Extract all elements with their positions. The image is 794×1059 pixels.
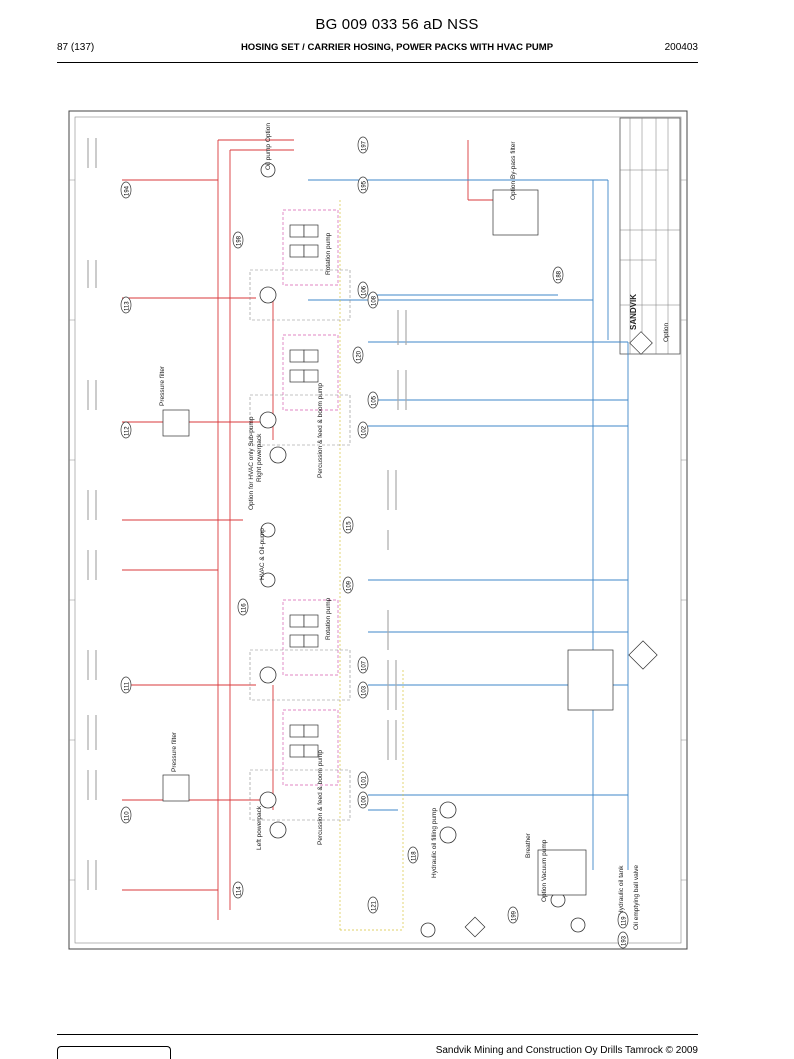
drawing-inner-frame <box>74 116 682 944</box>
marker-107 <box>357 656 369 674</box>
marker-116 <box>237 598 249 616</box>
label-left-powerpack: Left powerpack <box>256 805 263 850</box>
label-pressure-filter-upper: Pressure filter <box>159 365 166 406</box>
marker-label: 103 <box>362 685 368 696</box>
label-hvac-pump: HVAC & Oil-pump <box>259 528 266 580</box>
drain-lines <box>339 200 404 931</box>
hose-annotations <box>87 138 407 890</box>
marker-106 <box>357 281 369 299</box>
marker-105 <box>367 391 379 409</box>
label-sub-pump: Option for HVAC only Sub-pump <box>248 416 255 510</box>
marker-111 <box>120 676 132 694</box>
marker-108 <box>367 291 379 309</box>
marker-label: 105 <box>372 395 378 406</box>
marker-label: 197 <box>362 140 368 151</box>
marker-102 <box>357 421 369 439</box>
marker-label: 112 <box>125 426 131 436</box>
label-percussion-right: Percussion & feed & boom pump <box>317 383 324 478</box>
label-rotation-pump-mid: Rotation pump <box>325 597 332 640</box>
marker-label: 199 <box>512 910 518 921</box>
title-block: SANDVIK <box>619 117 681 355</box>
marker-label: 106 <box>362 285 368 296</box>
marker-label: 120 <box>357 350 363 361</box>
label-option: Option <box>663 322 670 342</box>
marker-label: 195 <box>362 180 368 191</box>
label-percussion-left: Percussion & feed & boom pump <box>317 750 324 845</box>
hydraulic-schematic: SANDVIK <box>68 110 688 950</box>
label-vacuum-pump: Option Vacuum pump <box>541 839 548 902</box>
label-breather: Breather <box>525 832 532 858</box>
marker-label: 115 <box>347 521 353 531</box>
zone-ticks <box>69 179 687 881</box>
marker-199 <box>507 906 519 924</box>
pumps <box>259 162 586 938</box>
pilot-lines <box>282 209 339 786</box>
marker-110 <box>120 806 132 824</box>
footer-copyright: Sandvik Mining and Construction Oy Drill… <box>435 1045 698 1056</box>
label-bypass-filter: Option By-pass filter <box>510 141 517 200</box>
marker-121 <box>367 896 379 914</box>
marker-label: 119 <box>622 916 628 926</box>
marker-label: 198 <box>237 235 243 246</box>
marker-194 <box>120 181 132 199</box>
page-number: 87 (137) <box>57 42 95 53</box>
marker-label: 188 <box>557 270 563 281</box>
marker-label: 121 <box>372 900 378 911</box>
marker-label: 109 <box>347 580 353 591</box>
label-oil-pump-option: Oil pump Option <box>265 123 272 170</box>
marker-label: 101 <box>362 775 368 786</box>
filters <box>162 189 658 938</box>
marker-101 <box>357 771 369 789</box>
marker-label: 114 <box>237 886 243 896</box>
document-code: BG 009 033 56 aD NSS <box>315 16 479 33</box>
marker-113 <box>120 296 132 314</box>
marker-198 <box>232 231 244 249</box>
marker-195 <box>357 176 369 194</box>
marker-197 <box>357 136 369 154</box>
page-heading: HOSING SET / CARRIER HOSING, POWER PACKS… <box>240 42 554 53</box>
marker-label: 102 <box>362 425 368 436</box>
marker-label: 118 <box>412 851 418 861</box>
marker-label: 108 <box>372 295 378 306</box>
valve-blocks <box>249 269 351 821</box>
footer-rule <box>57 1034 698 1035</box>
label-hydraulic-oil-filling: Hydraulic oil filling pump <box>431 808 438 878</box>
document-date: 200403 <box>664 42 698 53</box>
marker-118 <box>407 846 419 864</box>
marker-100 <box>357 791 369 809</box>
marker-120 <box>352 346 364 364</box>
label-right-powerpack: Right powerpack <box>256 433 263 482</box>
brand-logo: SANDVIK <box>629 294 638 330</box>
valve-spools <box>289 224 319 758</box>
marker-label: 193 <box>622 935 628 946</box>
marker-label: 111 <box>125 681 131 691</box>
marker-label: 194 <box>125 185 131 196</box>
marker-112 <box>120 421 132 439</box>
marker-109 <box>342 576 354 594</box>
marker-119 <box>617 911 629 929</box>
return-lines <box>308 179 629 870</box>
marker-188 <box>552 266 564 284</box>
label-hydraulic-tank: Hydraulic oil tank <box>618 865 625 915</box>
marker-115 <box>342 516 354 534</box>
marker-label: 116 <box>242 603 248 613</box>
marker-103 <box>357 681 369 699</box>
marker-layer: 197 194 195 198 113 106 108 120 112 102 105 188 115 1… <box>120 136 629 949</box>
drawing-frame <box>68 110 688 950</box>
marker-193 <box>617 931 629 949</box>
marker-label: 107 <box>362 660 368 671</box>
marker-label: 113 <box>125 301 131 311</box>
marker-114 <box>232 881 244 899</box>
label-pressure-filter-lower: Pressure filter <box>171 731 178 772</box>
marker-label: 110 <box>125 811 131 821</box>
marker-label: 100 <box>362 795 368 806</box>
header-rule <box>57 62 698 63</box>
label-oil-emptying: Oil emptying ball valve <box>633 865 640 930</box>
label-rotation-pump-top: Rotation pump <box>325 232 332 275</box>
